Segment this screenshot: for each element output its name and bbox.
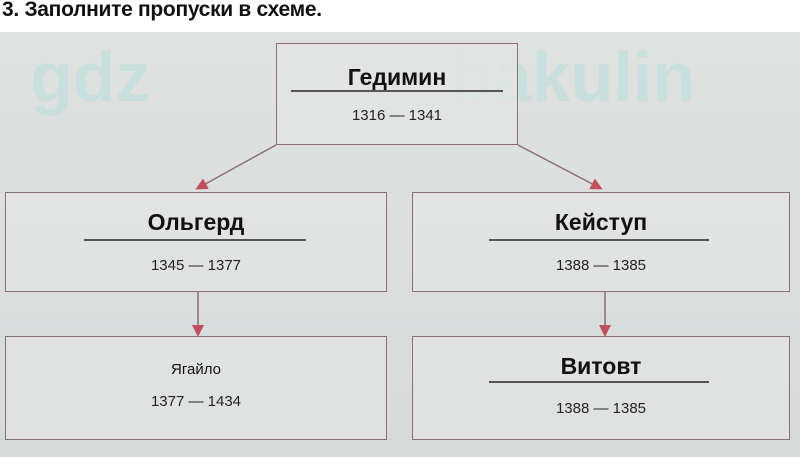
arrow-root-left	[195, 144, 277, 190]
box-gediminas: Гедимин 1316 — 1341	[276, 43, 518, 145]
box-olgerd: Ольгерд 1345 — 1377	[5, 192, 387, 292]
name-underline	[291, 90, 503, 92]
watermark: gdz	[30, 38, 151, 116]
ruler-name: Гедимин	[347, 64, 447, 90]
name-underline	[84, 239, 306, 241]
ruler-name: Ольгерд	[147, 209, 245, 235]
ruler-years: 1377 — 1434	[150, 393, 242, 410]
ruler-name: Ягайло	[171, 361, 221, 378]
ruler-name: Витовт	[560, 353, 642, 379]
task-title: 3. Заполните пропуски в схеме.	[2, 0, 322, 21]
ruler-years: 1388 — 1385	[555, 257, 647, 274]
arrow-root-right	[517, 144, 603, 190]
ruler-years: 1316 — 1341	[351, 107, 443, 124]
ruler-years: 1345 — 1377	[150, 257, 242, 274]
name-underline	[489, 239, 709, 241]
box-vytautas: Витовт 1388 — 1385	[412, 336, 790, 440]
box-jogaila: Ягайло 1377 — 1434	[5, 336, 387, 440]
name-underline	[489, 381, 709, 383]
ruler-name: Кейступ	[554, 209, 648, 235]
box-keistut: Кейступ 1388 — 1385	[412, 192, 790, 292]
ruler-years: 1388 — 1385	[555, 400, 647, 417]
